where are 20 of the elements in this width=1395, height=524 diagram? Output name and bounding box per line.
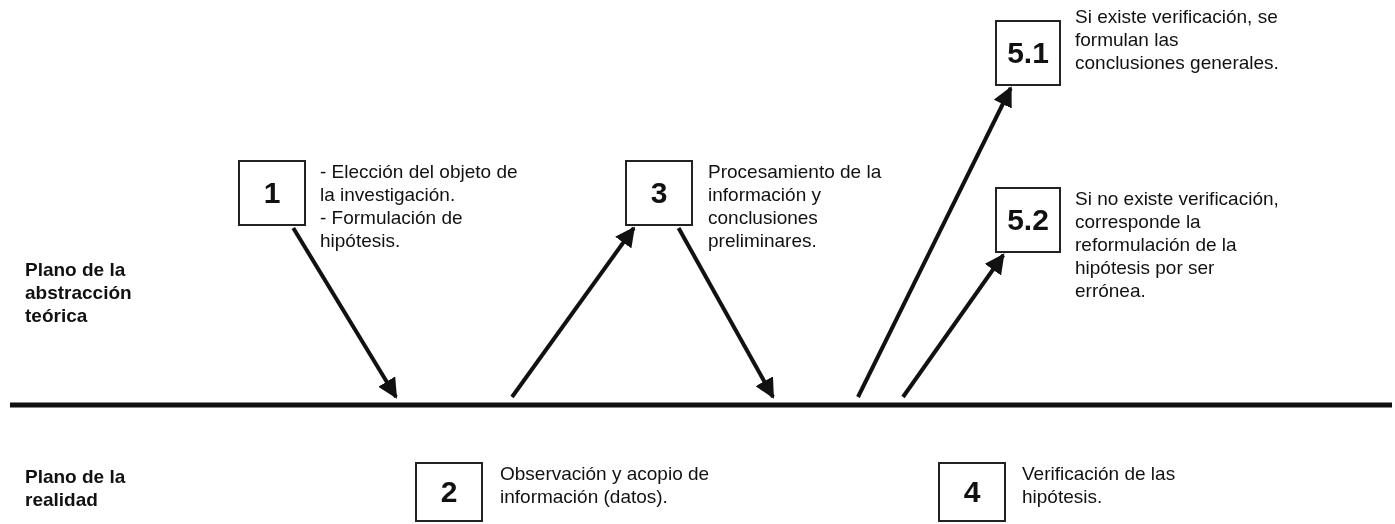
- arrow: [856, 86, 1013, 398]
- step-description: Procesamiento de la información y conclusiones preliminares.: [708, 160, 883, 252]
- step-number-box: 2: [415, 462, 483, 522]
- step-number-box: 1: [238, 160, 306, 226]
- step-description: - Formulación de hipótesis.: [320, 206, 464, 252]
- arrow: [510, 226, 636, 399]
- step-number-box: 3: [625, 160, 693, 226]
- step-number-box: 5.1: [995, 20, 1061, 86]
- arrow: [901, 253, 1005, 399]
- plane-label: Plano de la realidad: [25, 465, 127, 511]
- step-number-box: 4: [938, 462, 1006, 522]
- step-description: Si no existe verificación, corresponde la reformulación de la hipótesis por ser errónea.: [1075, 187, 1280, 302]
- arrow: [676, 227, 775, 399]
- plane-label: Plano de la abstracción teórica: [25, 258, 133, 327]
- step-description: Observación y acopio de información (datos).: [500, 462, 711, 508]
- arrow: [291, 226, 398, 399]
- step-description: Verificación de las hipótesis.: [1022, 462, 1177, 508]
- step-description: - Elección del objeto de la investigación.: [320, 160, 519, 206]
- step-number-box: 5.2: [995, 187, 1061, 253]
- step-description: Si existe verificación, se formulan las conclusiones generales.: [1075, 5, 1280, 74]
